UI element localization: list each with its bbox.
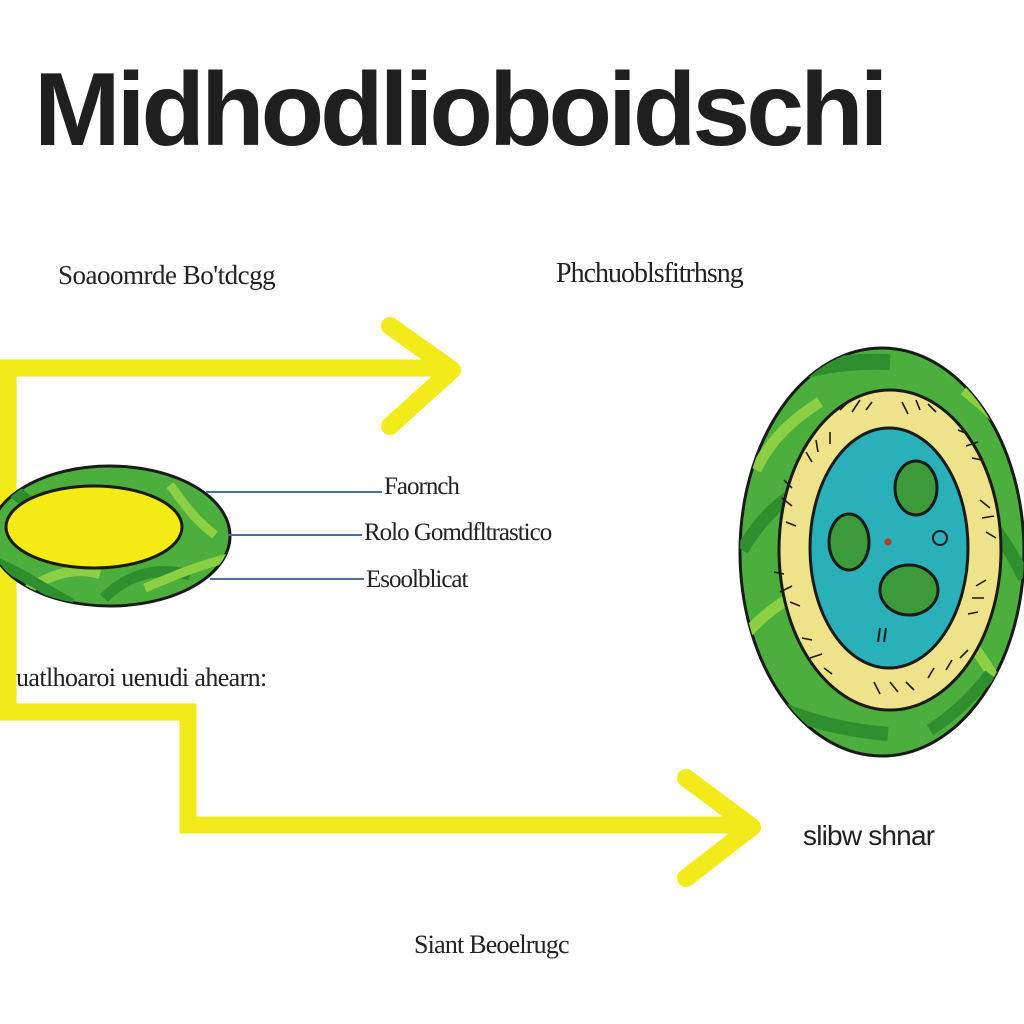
right-cell xyxy=(738,346,1024,758)
organelle-dot-right xyxy=(932,530,948,546)
left-vertical-connector xyxy=(0,368,742,834)
bottom-flow-arrowhead xyxy=(677,769,761,887)
left-section-heading: Soaoomrde Bo'tdcgg xyxy=(58,260,276,290)
flow-arrows xyxy=(0,317,761,887)
callout-label-1: Faornch xyxy=(384,473,460,500)
arrow-caption: slibw shnar xyxy=(803,820,935,851)
callout-label-2: Rolo Gomdfltrastico xyxy=(364,519,552,546)
organelle-left xyxy=(827,512,871,572)
callout-label-3: Esoolblicat xyxy=(366,566,468,593)
nucleus-mark xyxy=(877,627,887,643)
membrane-texture xyxy=(773,399,997,695)
diagram-title: Midhodlioboidschi xyxy=(34,52,889,168)
left-cell-core xyxy=(4,484,184,570)
organelle-dot-center xyxy=(884,538,892,546)
callout-leaders xyxy=(206,491,382,580)
organelle-bottom xyxy=(878,563,940,617)
organelle-top xyxy=(893,459,939,517)
top-flow-arrowhead xyxy=(381,317,461,435)
left-cell-caption: uatlhoaroi uenudi ahearn: xyxy=(16,663,267,692)
left-cell xyxy=(0,464,232,608)
bottom-caption: Siant Beoelrugc xyxy=(414,930,570,959)
right-section-heading: Phchuoblsfitrhsng xyxy=(556,258,744,289)
